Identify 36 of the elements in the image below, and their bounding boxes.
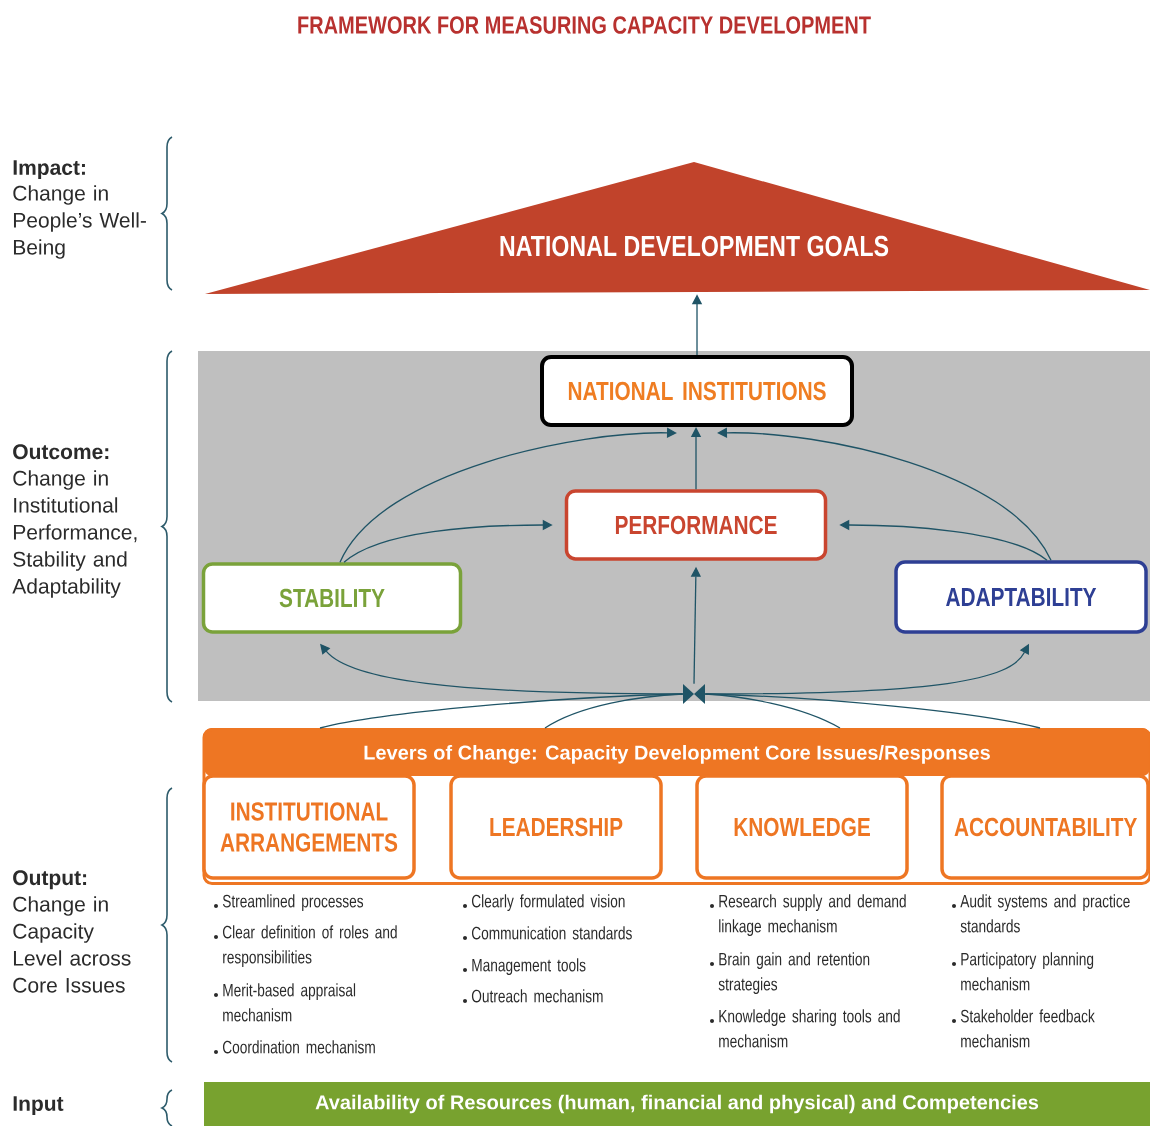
goal-triangle: NATIONAL DEVELOPMENT GOALS bbox=[205, 162, 1150, 294]
core-issue-box: KNOWLEDGE bbox=[695, 774, 909, 880]
bullet-item: Communication standards bbox=[463, 926, 632, 940]
bullet-item: Clearly formulated vision bbox=[463, 894, 625, 912]
outcome-box: NATIONAL INSTITUTIONS bbox=[540, 355, 854, 427]
level-description: Change in Institutional Performance, Stability and Adaptability bbox=[12, 470, 137, 598]
level-heading: Input bbox=[13, 1096, 64, 1116]
connector-line bbox=[544, 693, 684, 729]
bullet-item: Outreach mechanism bbox=[463, 989, 603, 1003]
title: FRAMEWORK FOR MEASURING CAPACITY DEVELOPMENT bbox=[298, 16, 871, 34]
bullet-item: Brain gain and retention strategies bbox=[710, 952, 870, 995]
bullet-item: Audit systems and practice standards bbox=[952, 894, 1130, 933]
bullet-item: Participatory planning mechanism bbox=[952, 952, 1094, 991]
core-issue-box: INSTITUTIONAL ARRANGEMENTS bbox=[202, 774, 416, 880]
bullet-item: Research supply and demand linkage mechanism bbox=[710, 894, 906, 937]
bullet-item: Clear definition of roles and responsibilities bbox=[214, 925, 397, 968]
level-description: Change in Capacity Level across Core Issues bbox=[13, 896, 131, 993]
outcome-box: STABILITY bbox=[201, 562, 463, 634]
resources-bar: Availability of Resources (human, financial and physical) and Competencies bbox=[204, 1082, 1150, 1126]
bullet-item: Streamlined processes bbox=[214, 894, 364, 912]
level-description: Change in People’s Well-Being bbox=[13, 185, 146, 259]
bullet-item: Management tools bbox=[463, 958, 586, 976]
arrow bbox=[339, 427, 677, 563]
level-heading: Outcome: bbox=[13, 444, 109, 460]
bullet-item: Knowledge sharing tools and mechanism bbox=[710, 1009, 900, 1048]
outcome-box: ADAPTABILITY bbox=[894, 560, 1148, 634]
bowtie-marker bbox=[683, 684, 705, 704]
bullet-item: Merit-based appraisal mechanism bbox=[214, 983, 356, 1022]
outcome-box: PERFORMANCE bbox=[564, 489, 828, 561]
core-issue-box: LEADERSHIP bbox=[449, 774, 663, 880]
level-heading: Output: bbox=[13, 870, 87, 890]
bullet-item: Coordination mechanism bbox=[214, 1040, 375, 1054]
level-heading: Impact: bbox=[13, 160, 85, 180]
core-issue-box: ACCOUNTABILITY bbox=[940, 774, 1150, 880]
bullet-item: Stakeholder feedback mechanism bbox=[952, 1009, 1095, 1048]
connector-line bbox=[704, 693, 1041, 729]
